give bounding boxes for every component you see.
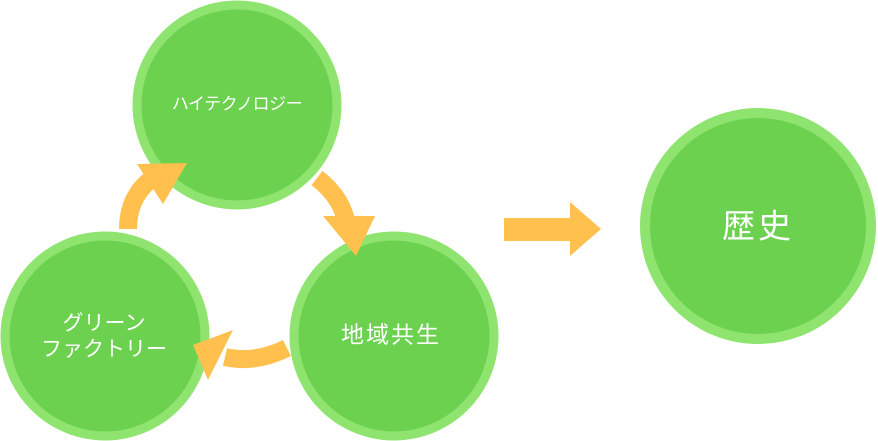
node-rekishi-circle — [640, 108, 876, 344]
node-green-label: グリーン ファクトリー — [41, 310, 167, 363]
node-hitech-text: ハイテクノロジー — [171, 94, 303, 115]
node-chiiki-label: 地域共生 — [341, 322, 441, 351]
node-rekishi-text: 歴史 — [722, 206, 794, 246]
cycle-arrow-green-to-hitech — [119, 163, 187, 230]
node-green-circle — [0, 231, 210, 441]
node-hitech-label: ハイテクノロジー — [171, 94, 303, 115]
right-arrow — [504, 202, 601, 256]
node-hitech-circle — [132, 0, 342, 210]
cycle-arrow-hitech-to-chiiki — [311, 170, 375, 256]
node-chiiki-circle — [289, 231, 499, 441]
node-green-line2: ファクトリー — [41, 337, 167, 361]
node-chiiki-text: 地域共生 — [341, 322, 441, 349]
cycle-arrow-chiiki-to-green — [193, 330, 292, 380]
node-rekishi-label: 歴史 — [722, 205, 794, 246]
node-green-line1: グリーン — [62, 310, 146, 335]
